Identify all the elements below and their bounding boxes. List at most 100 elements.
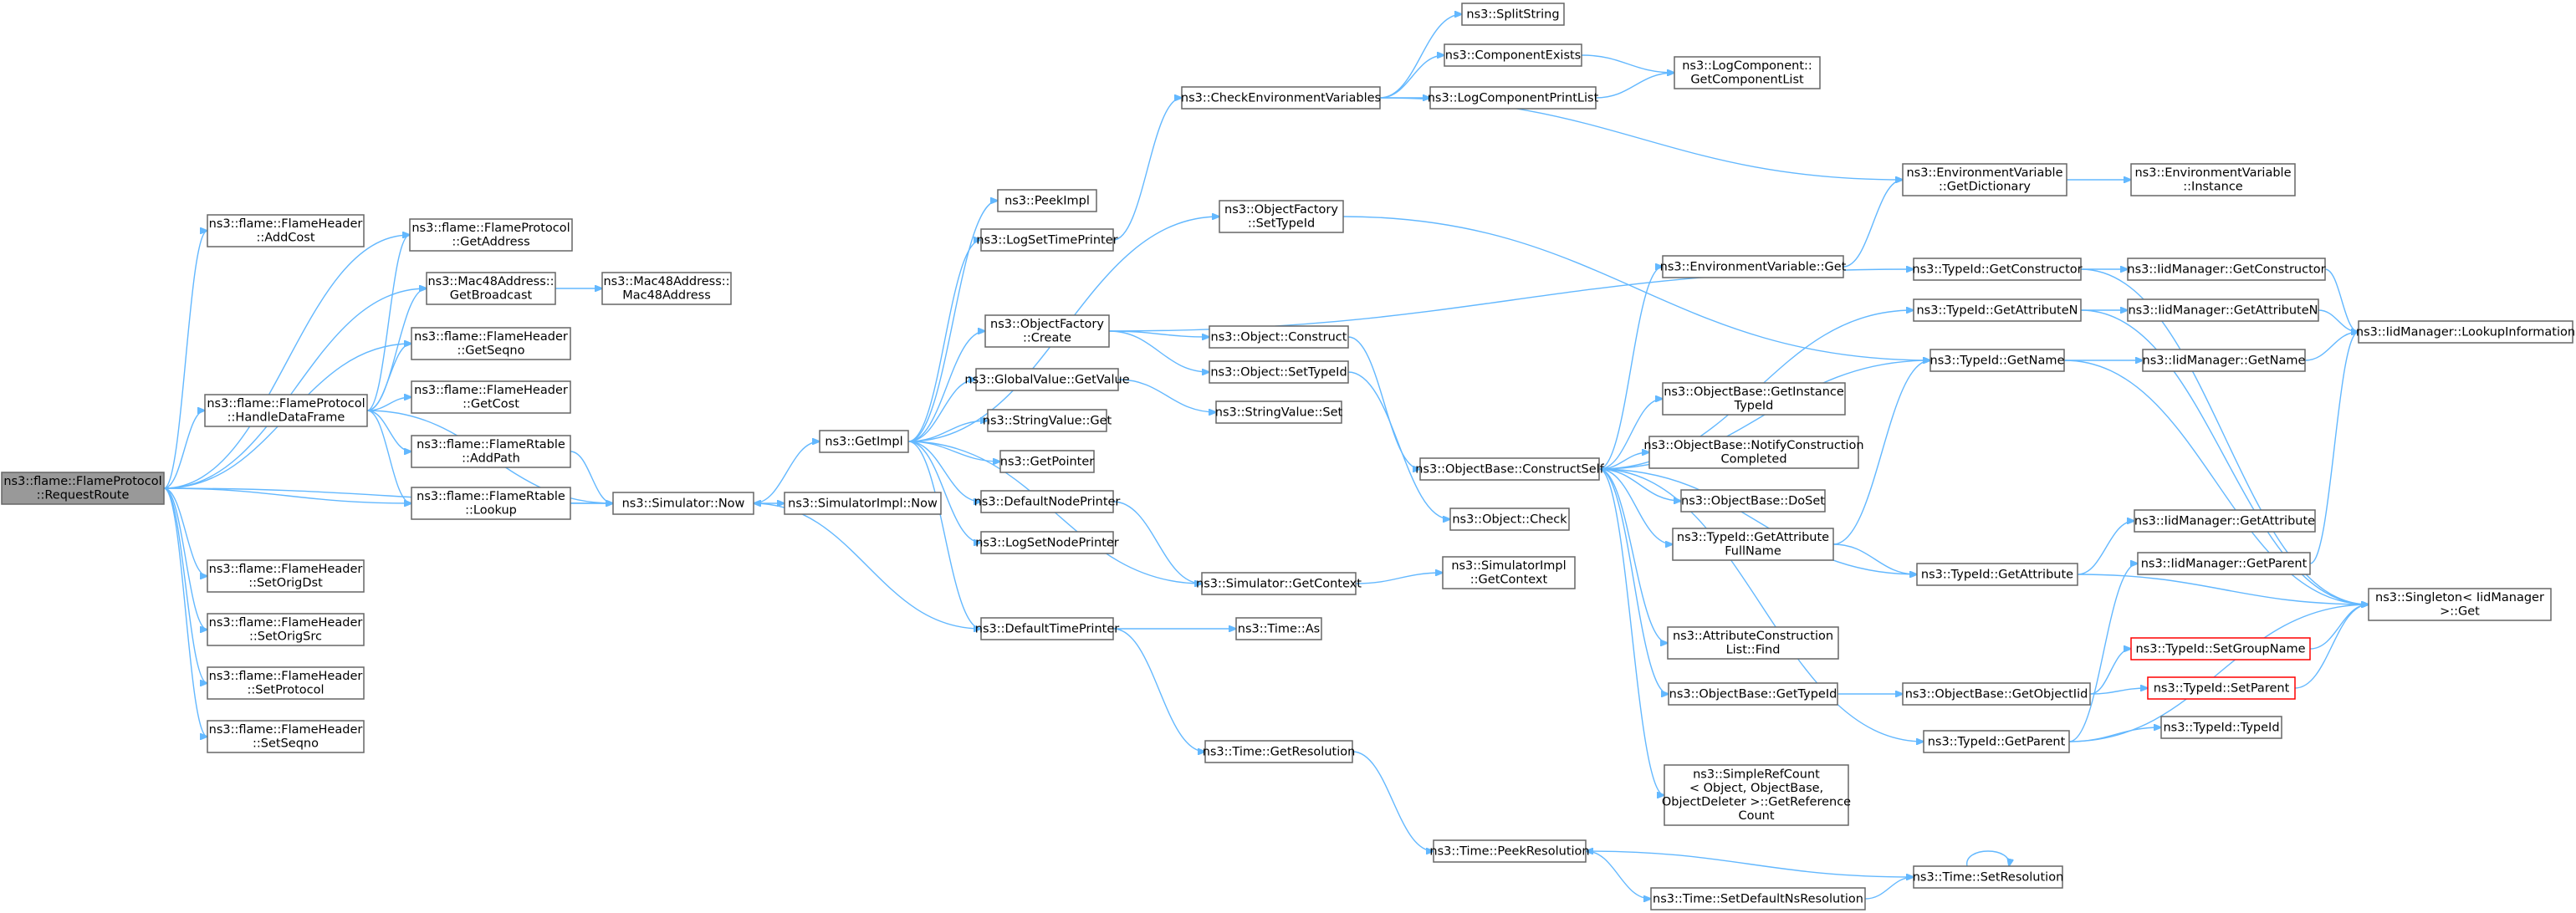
node-box[interactable] [2127,258,2326,281]
node-addcost[interactable]: ns3::flame::FlameHeader::AddCost [207,214,365,247]
node-deftimeprinter[interactable]: ns3::DefaultTimePrinter [975,617,1119,640]
node-getpointer[interactable]: ns3::GetPointer [999,450,1095,473]
node-box[interactable] [1650,887,1866,910]
node-iidgetparent[interactable]: ns3::IidManager::GetParent [2137,552,2311,575]
node-logcompget[interactable]: ns3::LogComponent::GetComponentList [1674,56,1821,89]
node-getcost[interactable]: ns3::flame::FlameHeader::GetCost [411,380,571,414]
node-box[interactable] [1,472,165,505]
node-box[interactable] [997,189,1097,212]
node-box[interactable] [975,368,1119,391]
node-getimpl[interactable]: ns3::GetImpl [819,430,909,453]
node-box[interactable] [1674,56,1821,89]
node-setseqno[interactable]: ns3::flame::FlameHeader::SetSeqno [207,720,365,753]
node-box[interactable] [204,394,368,427]
node-objconstruct[interactable]: ns3::Object::Construct [1209,325,1349,349]
node-objsettypeid[interactable]: ns3::Object::SetTypeId [1209,360,1349,384]
node-box[interactable] [980,490,1114,513]
node-origdst[interactable]: ns3::flame::FlameHeader::SetOrigDst [207,559,365,593]
node-box[interactable] [426,272,556,305]
node-box[interactable] [1444,43,1582,67]
node-box[interactable] [987,409,1107,432]
node-box[interactable] [2368,588,2552,621]
node-getbcast[interactable]: ns3::Mac48Address::GetBroadcast [426,272,556,305]
node-box[interactable] [1648,436,1859,469]
node-box[interactable] [1923,730,2070,753]
node-logsetnode[interactable]: ns3::LogSetNodePrinter [975,531,1119,554]
node-peekres[interactable]: ns3::Time::PeekResolution [1429,839,1590,863]
node-ofsettypeid[interactable]: ns3::ObjectFactory::SetTypeId [1219,200,1344,233]
node-setproto[interactable]: ns3::flame::FlameHeader::SetProtocol [207,666,365,700]
node-obgettypeid[interactable]: ns3::ObjectBase::GetTypeId [1668,682,1838,706]
node-envget[interactable]: ns3::EnvironmentVariable::Get [1660,255,1847,278]
node-box[interactable] [1209,325,1349,349]
node-iidgetattrn[interactable]: ns3::IidManager::GetAttributeN [2127,298,2319,322]
node-box[interactable] [819,430,909,453]
node-tidsetparent[interactable]: ns3::TypeId::SetParent [2147,676,2296,700]
node-box[interactable] [2160,716,2282,739]
node-doset[interactable]: ns3::ObjectBase::DoSet [1680,489,1826,513]
node-box[interactable] [1916,563,2078,586]
node-getaddr[interactable]: ns3::flame::FlameProtocol::GetAddress [409,218,573,252]
node-simnow[interactable]: ns3::Simulator::Now [612,492,754,515]
node-mac48[interactable]: ns3::Mac48Address::Mac48Address [601,272,732,305]
node-box[interactable] [1201,572,1357,595]
node-envdict[interactable]: ns3::EnvironmentVariable::GetDictionary [1902,163,2067,196]
node-box[interactable] [1902,163,2067,196]
node-box[interactable] [207,613,365,646]
node-box[interactable] [411,435,571,468]
node-box[interactable] [1204,740,1353,763]
node-lookup[interactable]: ns3::flame::FlameRtable::Lookup [411,487,571,520]
node-box[interactable] [1215,400,1342,424]
node-objcheck[interactable]: ns3::Object::Check [1449,508,1570,531]
node-envinstance[interactable]: ns3::EnvironmentVariable::Instance [2130,163,2296,196]
node-timesetres[interactable]: ns3::Time::SetResolution [1913,865,2064,889]
node-box[interactable] [1672,528,1834,561]
node-box[interactable] [2130,163,2296,196]
node-box[interactable] [411,327,571,360]
node-iidgetconstr[interactable]: ns3::IidManager::GetConstructor [2127,258,2326,281]
node-defnodeprinter[interactable]: ns3::DefaultNodePrinter [974,490,1121,513]
node-box[interactable] [1902,682,2091,706]
node-gvgetvalue[interactable]: ns3::GlobalValue::GetValue [964,368,1130,391]
node-box[interactable] [984,314,1110,348]
node-singleton[interactable]: ns3::Singleton< IidManager>::Get [2368,588,2552,621]
node-obgetobjtid[interactable]: ns3::ObjectBase::GetObjectIid [1902,682,2091,706]
node-box[interactable] [1913,298,2082,322]
node-logsettime[interactable]: ns3::LogSetTimePrinter [976,228,1118,252]
node-box[interactable] [409,218,573,252]
node-box[interactable] [1662,255,1844,278]
node-box[interactable] [1209,360,1349,384]
node-box[interactable] [2358,320,2573,344]
node-notifyconstr[interactable]: ns3::ObjectBase::NotifyConstructionCompl… [1643,436,1864,469]
node-box[interactable] [784,492,942,515]
node-setdefns[interactable]: ns3::Time::SetDefaultNsResolution [1650,887,1866,910]
node-box[interactable] [980,228,1114,252]
node-iidlookup[interactable]: ns3::IidManager::LookupInformation [2356,320,2575,344]
node-box[interactable] [207,559,365,593]
node-box[interactable] [980,531,1114,554]
node-addpath[interactable]: ns3::flame::FlameRtable::AddPath [411,435,571,468]
node-checkenv[interactable]: ns3::CheckEnvironmentVariables [1181,86,1381,110]
node-box[interactable] [612,492,754,515]
node-box[interactable] [1219,200,1344,233]
node-box[interactable] [980,617,1114,640]
node-simgetctx[interactable]: ns3::Simulator::GetContext [1196,572,1362,595]
node-iidgetname[interactable]: ns3::IidManager::GetName [2142,349,2306,372]
node-simplerefcount[interactable]: ns3::SimpleRefCount< Object, ObjectBase,… [1662,764,1851,826]
node-box[interactable] [1433,839,1587,863]
node-svset[interactable]: ns3::StringValue::Set [1215,400,1343,424]
node-box[interactable] [1662,382,1846,416]
node-logcompprint[interactable]: ns3::LogComponentPrintList [1428,86,1599,110]
node-tidgetname[interactable]: ns3::TypeId::GetName [1929,349,2065,372]
node-simimplctx[interactable]: ns3::SimulatorImpl::GetContext [1442,556,1576,589]
node-box[interactable] [2137,552,2311,575]
node-ofcreate[interactable]: ns3::ObjectFactory::Create [984,314,1110,348]
node-box[interactable] [2134,509,2316,533]
node-compexists[interactable]: ns3::ComponentExists [1444,43,1582,67]
node-tidsetgroup[interactable]: ns3::TypeId::SetGroupName [2130,637,2311,661]
node-tidgetconstr[interactable]: ns3::TypeId::GetConstructor [1912,258,2083,281]
node-box[interactable] [1667,626,1839,660]
node-origsrc[interactable]: ns3::flame::FlameHeader::SetOrigSrc [207,613,365,646]
